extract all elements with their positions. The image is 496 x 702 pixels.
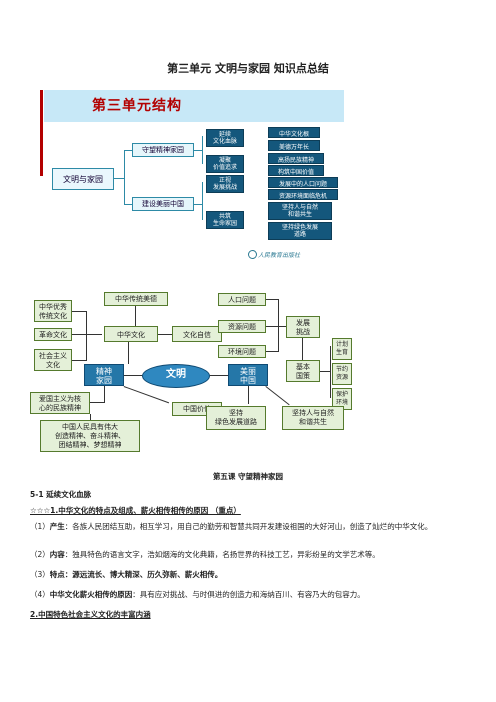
paragraph-origin: （1）产生：各族人民团结互助，相互学习，用自己的勤劳和智慧共同开发建设祖国的大好… bbox=[30, 522, 433, 531]
chinese-culture-node: 中华文化 bbox=[104, 326, 158, 342]
traditional-virtue-node: 中华传统美德 bbox=[104, 292, 168, 306]
chinese-spirit-node: 中国人民具有伟大 创造精神、奋斗精神、 团结精神、梦想精神 bbox=[40, 420, 140, 452]
question-heading: ☆☆☆1.中华文化的特点及组成、薪火相传相传的原因 （重点） bbox=[30, 506, 241, 515]
policy-node: 节约 资源 bbox=[332, 363, 352, 385]
level1-node: 守望精神家园 bbox=[132, 143, 194, 157]
left-node: 中华优秀 传统文化 bbox=[34, 300, 72, 322]
harmony-node: 坚持人与自然 和谐共生 bbox=[282, 406, 344, 430]
spirit-home-node: 精神 家园 bbox=[84, 364, 124, 386]
level3-node: 美德万年长 bbox=[268, 140, 320, 151]
level2-node: 凝聚 价值追求 bbox=[206, 155, 244, 173]
green-development-node: 坚持 绿色发展道路 bbox=[206, 406, 266, 430]
question-heading-2: 2.中国特色社会主义文化的丰富内涵 bbox=[30, 610, 151, 619]
level2-node: 共筑 生命家园 bbox=[206, 211, 244, 229]
problem-node: 环境问题 bbox=[218, 345, 266, 358]
paragraph-reason: （4）中华文化薪火相传的原因：具有应对挑战、与时俱进的创造力和海纳百川、有容乃大… bbox=[30, 590, 365, 599]
lesson-title: 第五课 守望精神家园 bbox=[212, 472, 284, 481]
level3-node: 资源环境面临危机 bbox=[268, 189, 338, 200]
level3-node: 坚持人与自然 和谐共生 bbox=[268, 202, 332, 220]
left-node: 社会主义 文化 bbox=[34, 349, 72, 371]
level2-node: 正视 发展挑战 bbox=[206, 175, 244, 193]
level3-node: 构筑中国价值 bbox=[268, 165, 324, 176]
diagram-header-title: 第三单元结构 bbox=[92, 98, 182, 114]
diagram-header-band bbox=[44, 90, 344, 122]
publisher-name: 人民教育出版社 bbox=[258, 252, 301, 259]
paragraph-content: （2）内容：独具特色的语言文字，浩如烟海的文化典籍，名扬世界的科技工艺，异彩纷呈… bbox=[30, 550, 380, 559]
left-node: 革命文化 bbox=[34, 328, 72, 341]
problem-node: 资源问题 bbox=[218, 320, 266, 333]
level1-node: 建设美丽中国 bbox=[132, 197, 194, 211]
level3-node: 中华文化根 bbox=[268, 127, 320, 138]
basic-policy-node: 基本 国策 bbox=[286, 360, 320, 382]
level3-node: 发展中的人口问题 bbox=[268, 177, 338, 188]
publisher-logo-icon bbox=[248, 250, 257, 259]
document-title: 第三单元 文明与家园 知识点总结 bbox=[167, 62, 329, 75]
section-heading: 5-1 延续文化血脉 bbox=[30, 490, 92, 499]
level2-node: 延续 文化血脉 bbox=[206, 129, 244, 147]
patriotism-node: 爱国主义为核 心的民族精神 bbox=[30, 392, 90, 414]
level3-node: 高扬民族精神 bbox=[268, 153, 324, 164]
cultural-confidence-node: 文化自信 bbox=[172, 326, 222, 342]
root-node: 文明与家园 bbox=[52, 168, 114, 190]
civilization-center-node: 文明 bbox=[142, 364, 210, 388]
beautiful-china-node: 美丽 中国 bbox=[228, 364, 268, 386]
header-accent-bar bbox=[40, 90, 43, 176]
challenge-node: 发展 挑战 bbox=[286, 316, 320, 338]
policy-node: 计划 生育 bbox=[332, 338, 352, 360]
level3-node: 坚持绿色发展 道路 bbox=[268, 222, 332, 240]
paragraph-features: （3）特点：源远流长、博大精深、历久弥新、薪火相传。 bbox=[30, 570, 223, 579]
problem-node: 人口问题 bbox=[218, 293, 266, 306]
